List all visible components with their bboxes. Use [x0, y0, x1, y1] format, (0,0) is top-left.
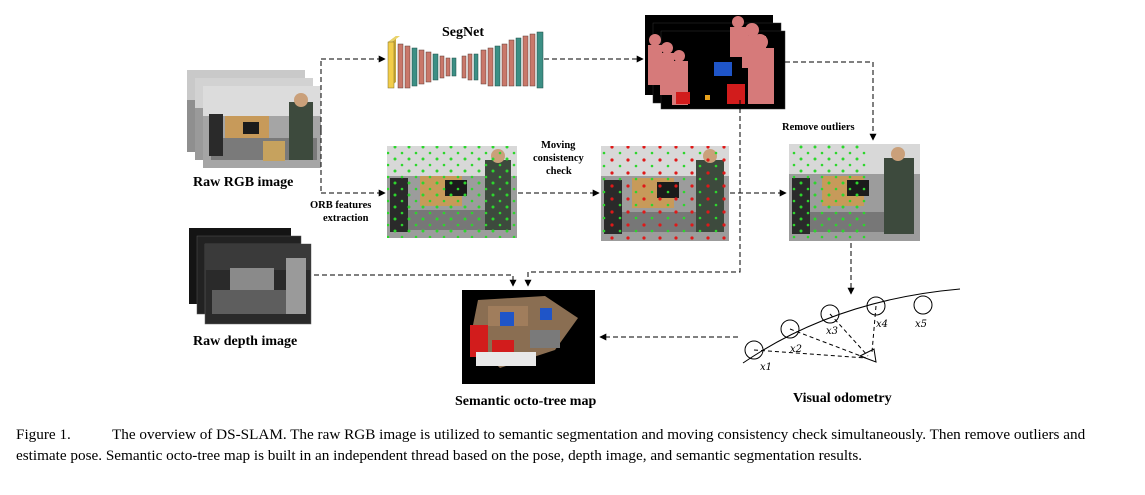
caption-text: The overview of DS-SLAM. The raw RGB ima…	[16, 426, 1086, 464]
segnet-network-icon	[387, 31, 544, 89]
orb-label-line1: ORB features	[310, 200, 371, 211]
pose-label-5: x5	[915, 319, 927, 330]
pose-label-1: x1	[760, 362, 772, 373]
pose-label-2: x2	[790, 344, 802, 355]
remove-outliers-label: Remove outliers	[782, 122, 855, 133]
moving-check-label-line1: Moving	[541, 140, 576, 151]
orb-label-line2: extraction	[323, 213, 369, 224]
outliers-removed-image	[789, 144, 920, 241]
moving-check-label-line3: check	[546, 166, 572, 177]
raw-depth-label: Raw depth image	[193, 334, 297, 349]
flow-arrows	[314, 55, 877, 341]
orb-features-image	[387, 146, 517, 238]
octo-tree-map-image	[462, 290, 595, 384]
moving-check-image	[601, 146, 729, 241]
raw-depth-image-stack	[189, 228, 312, 325]
segmentation-result-stack	[645, 15, 786, 110]
moving-check-label-line2: consistency	[533, 153, 584, 164]
raw-rgb-label: Raw RGB image	[193, 175, 293, 190]
figure-caption: Figure 1.The overview of DS-SLAM. The ra…	[16, 424, 1136, 466]
visual-odometry-diagram	[742, 288, 961, 364]
ds-slam-diagram: Raw RGB image	[187, 15, 961, 409]
octo-map-label: Semantic octo-tree map	[455, 394, 596, 409]
raw-rgb-image-stack	[187, 70, 321, 168]
pose-label-4: x4	[876, 319, 888, 330]
visual-odometry-label: Visual odometry	[793, 391, 892, 406]
segnet-label: SegNet	[442, 25, 484, 40]
pose-label-3: x3	[826, 326, 838, 337]
figure-number: Figure 1.	[16, 426, 71, 443]
